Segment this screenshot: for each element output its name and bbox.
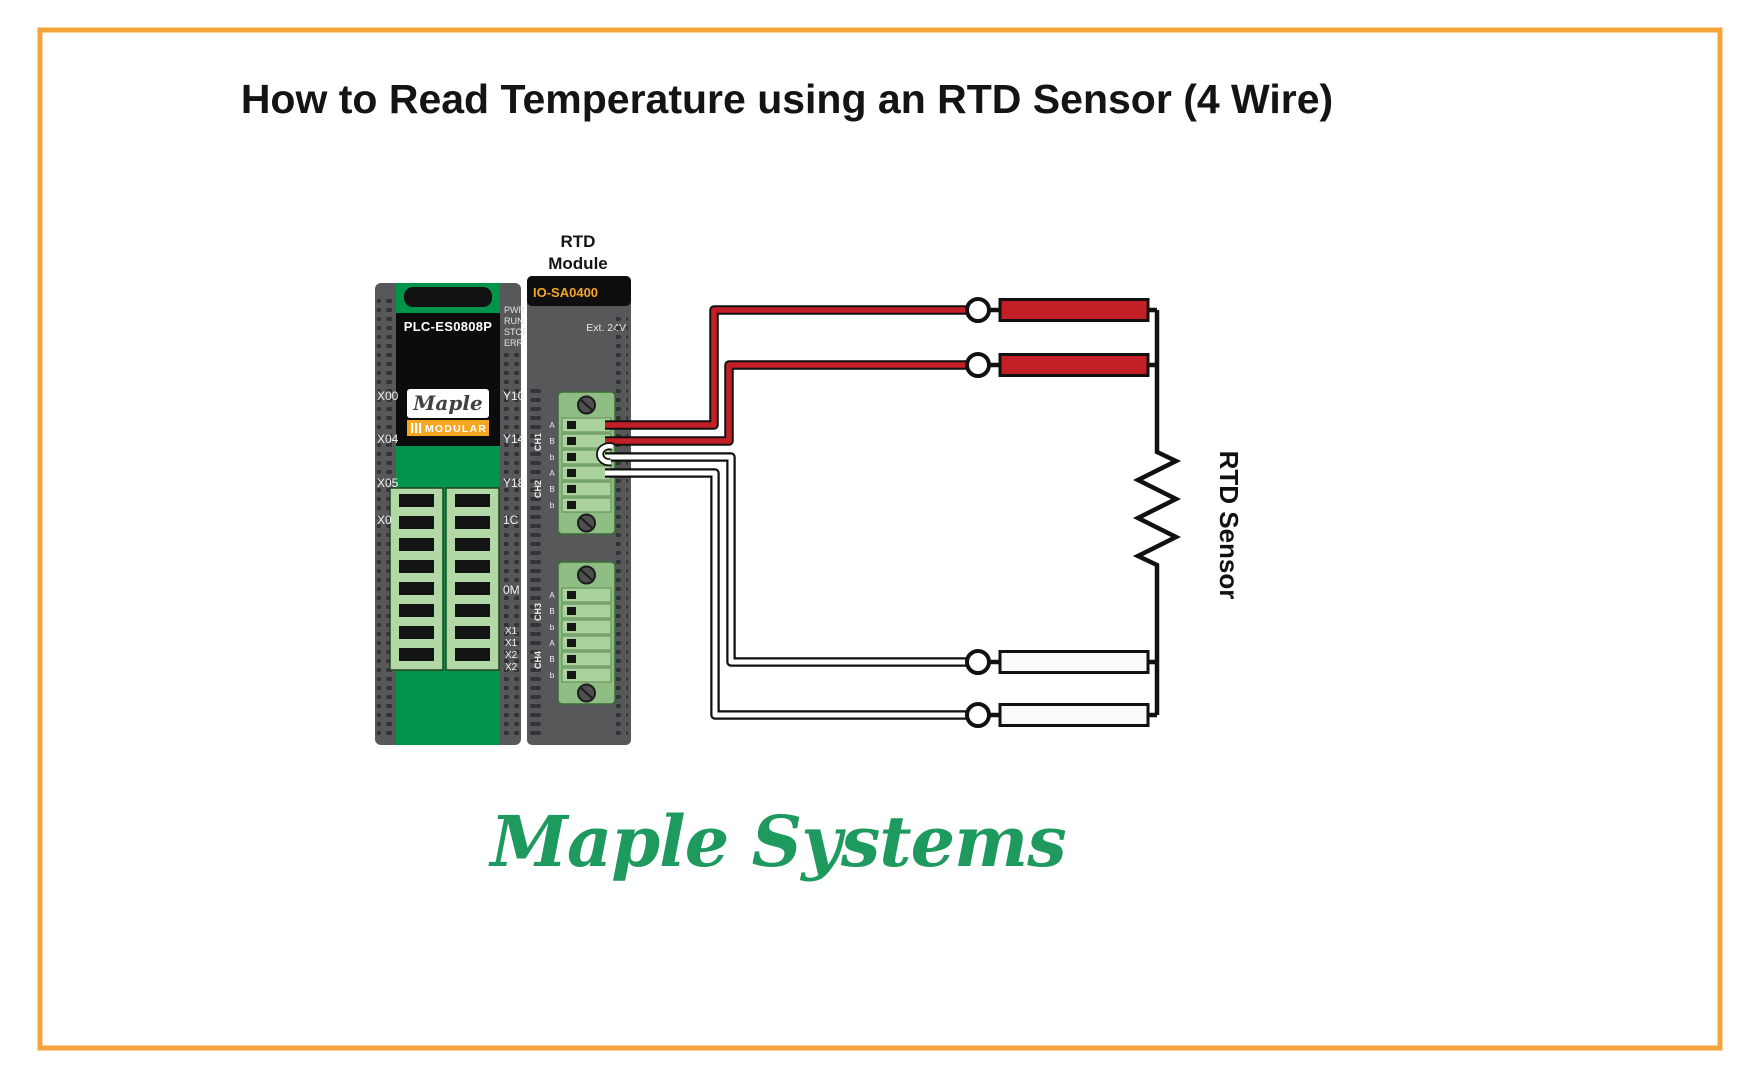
white-wire-outline: [605, 468, 966, 720]
rtd-module-left-vents: [530, 388, 545, 738]
red-terminal-sleeve: [998, 353, 1150, 377]
rtd-pin-label: b: [550, 671, 555, 680]
rtd-connector-block-1: [557, 391, 616, 535]
white-terminal-sleeve: [998, 703, 1150, 727]
plc-modular-banner: [407, 420, 489, 436]
rtd-pin-label: B: [549, 607, 554, 616]
wire-curl: [597, 443, 614, 465]
rtd-connector-block-2: [557, 561, 616, 705]
plc-left-label: X0: [377, 513, 392, 527]
plc-right-vents: [504, 352, 519, 736]
rtd-pin-label: B: [549, 485, 554, 494]
plc-right-label: Y18: [503, 476, 525, 490]
rtd-channel-label: CH3: [533, 603, 543, 621]
plc-right-label: X1: [505, 626, 518, 637]
rtd-pin-label: A: [549, 639, 555, 648]
rtd-module-header-line1: RTD: [561, 232, 596, 251]
rtd-pin-label: b: [550, 453, 555, 462]
rtd-channel-label: CH4: [533, 651, 543, 669]
rtd-pin-label: A: [549, 421, 555, 430]
ring-lug-icon: [965, 352, 991, 378]
plc-left-vents: [377, 298, 392, 736]
plc-right-label: Y10: [503, 389, 525, 403]
rtd-pin-label: b: [550, 623, 555, 632]
red-terminal-sleeve: [998, 298, 1150, 322]
banner-stripe: [419, 423, 422, 433]
rtd-sensor-label: RTD Sensor: [1214, 451, 1244, 600]
rtd-module-right-vents: [616, 312, 628, 738]
plc-terminal-holes-left: [390, 494, 443, 670]
ring-lug-icon: [965, 702, 991, 728]
brand-logo: Maple Systems: [488, 800, 1065, 883]
plc-status-led-label: STOP: [504, 327, 528, 337]
plc-right-label: Y14: [503, 432, 525, 446]
plc-logo-text: Maple: [412, 391, 482, 415]
plc-left-label: X04: [377, 432, 399, 446]
plc-right-label: 1C: [503, 513, 519, 527]
plc-status-led-label: ERR: [504, 338, 524, 348]
plc-right-label: 0M: [503, 583, 520, 597]
rtd-pin-label: B: [549, 655, 554, 664]
plc-logo-box: [407, 389, 489, 418]
white-wire-2: [605, 470, 966, 718]
plc-handle: [404, 287, 492, 307]
rtd-module-header-line2: Module: [548, 254, 608, 273]
white-terminal-sleeve: [998, 650, 1150, 674]
plc-left-label: X00: [377, 389, 399, 403]
white-wire-1: [605, 454, 966, 665]
banner-stripe: [415, 423, 418, 433]
rtd-module-top-cap: [527, 276, 631, 306]
plc-status-led-label: RUN: [504, 316, 524, 326]
white-wire-outline: [605, 452, 966, 667]
page-border: [37, 27, 1723, 1051]
rtd-resistor-symbol: [1132, 310, 1182, 715]
plc-left-label: X05: [377, 476, 399, 490]
wiring: [596, 305, 966, 720]
plc-right-label: X1: [505, 638, 518, 649]
red-wire-1: [605, 307, 966, 428]
rtd-pin-label: b: [550, 501, 555, 510]
plc-terminal-holes-right: [446, 494, 499, 670]
rtd-module-model-label: IO-SA0400: [533, 285, 598, 300]
ring-terminals: [965, 297, 1150, 728]
rtd-channel-label: CH2: [533, 480, 543, 498]
rtd-pin-label: A: [549, 469, 555, 478]
plc-model-label: PLC-ES0808P: [404, 319, 493, 334]
ring-lug-icon: [965, 649, 991, 675]
banner-stripe: [411, 423, 414, 433]
plc-logo-subtext: MODULAR: [425, 423, 487, 435]
ring-lug-icon: [965, 297, 991, 323]
rtd-pin-label: A: [549, 591, 555, 600]
page-title: How to Read Temperature using an RTD Sen…: [241, 76, 1333, 122]
rtd-channel-label: CH1: [533, 433, 543, 451]
plc-right-label: X2: [505, 650, 518, 661]
plc-status-led-label: PWR: [504, 305, 525, 315]
plc-unit: PLC-ES0808P Maple MODULAR X00 X04 X05 X0…: [375, 283, 528, 745]
red-wire-2: [605, 362, 966, 444]
plc-right-label: X2: [505, 662, 518, 673]
rtd-module: RTD Module IO-SA0400 Ext. 24V: [527, 232, 631, 745]
rtd-pin-label: B: [549, 437, 554, 446]
